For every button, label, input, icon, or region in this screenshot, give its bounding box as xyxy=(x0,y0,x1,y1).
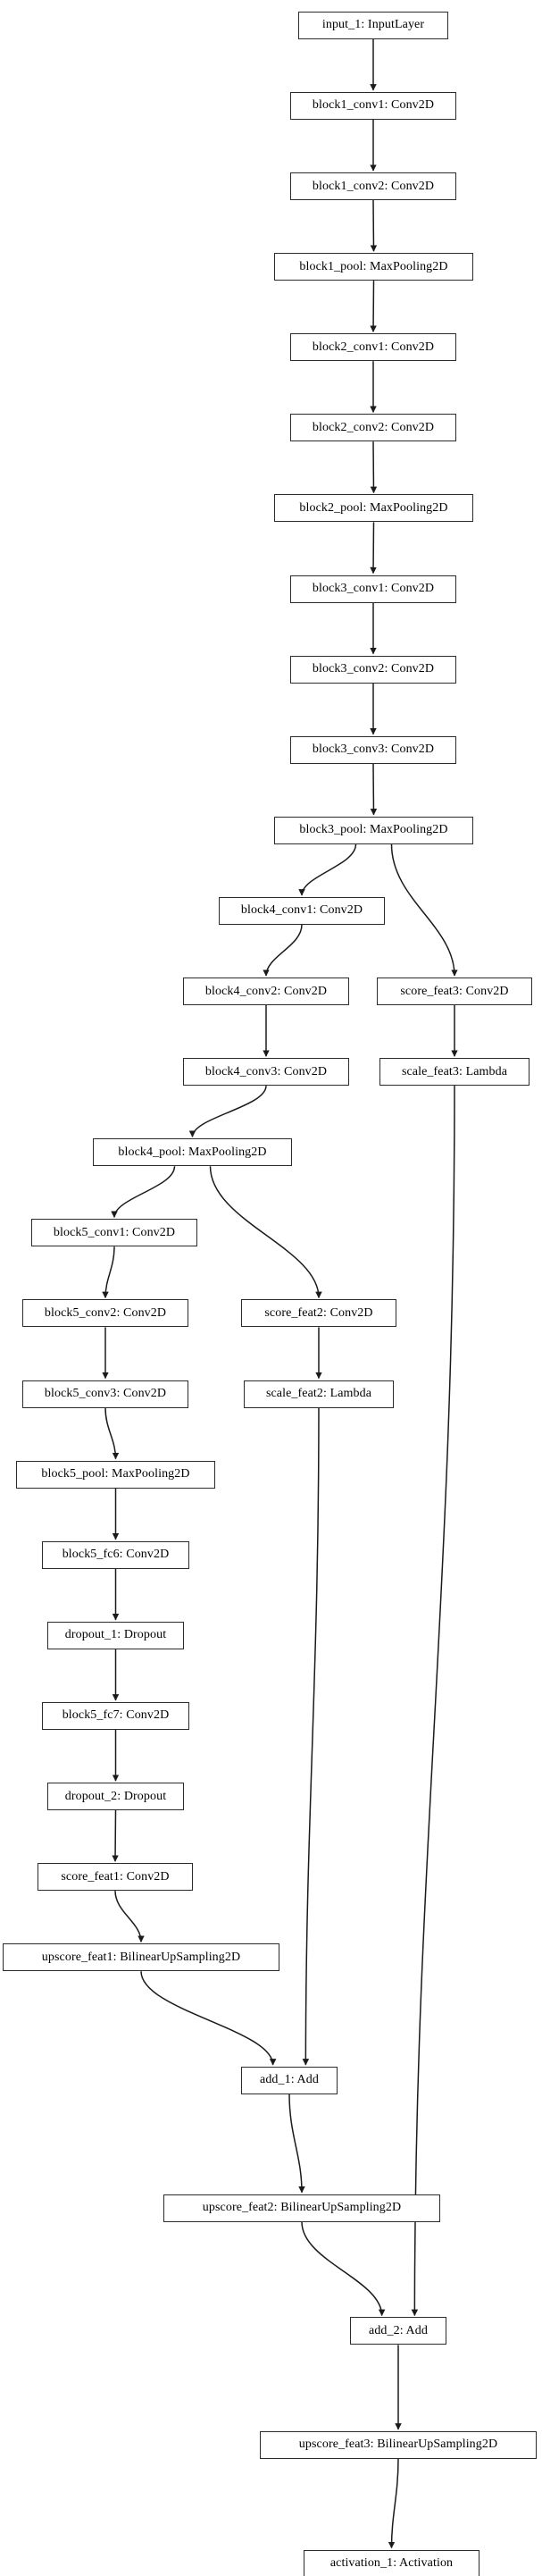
graph-node-label: block4_conv1: Conv2D xyxy=(240,903,363,918)
graph-node-block4_conv1[interactable]: block4_conv1: Conv2D xyxy=(219,896,385,925)
graph-node-block5_conv3[interactable]: block5_conv3: Conv2D xyxy=(22,1380,188,1408)
graph-node-label: scale_feat2: Lambda xyxy=(265,1387,372,1400)
graph-node-label: add_2: Add xyxy=(369,2323,428,2337)
graph-node-label: block5_conv2: Conv2D xyxy=(44,1305,167,1320)
graph-node-block4_conv3[interactable]: block4_conv3: Conv2D xyxy=(183,1058,349,1087)
graph-node-label: block3_conv2: Conv2D xyxy=(312,662,435,676)
graph-node-block3_conv3[interactable]: block3_conv3: Conv2D xyxy=(290,735,456,764)
graph-node-label: add_1: Add xyxy=(260,2073,319,2087)
graph-node-label: block2_conv2: Conv2D xyxy=(312,420,435,434)
graph-node-block2_pool[interactable]: block2_pool: MaxPooling2D xyxy=(274,494,473,523)
graph-edge-block3_conv3-to-block3_pool xyxy=(370,763,378,816)
graph-node-input_1[interactable]: input_1: InputLayer xyxy=(298,11,448,39)
graph-node-upscore_feat2[interactable]: upscore_feat2: BilinearUpSampling2D xyxy=(163,2194,440,2222)
graph-node-block5_conv2[interactable]: block5_conv2: Conv2D xyxy=(22,1299,188,1328)
graph-node-label: dropout_2: Dropout xyxy=(64,1789,167,1803)
graph-node-add_2[interactable]: add_2: Add xyxy=(350,2317,446,2345)
graph-node-score_feat3[interactable]: score_feat3: Conv2D xyxy=(377,978,532,1005)
graph-node-label: score_feat3: Conv2D xyxy=(400,984,509,998)
graph-node-label: block3_conv1: Conv2D xyxy=(312,582,435,595)
graph-node-label: block4_conv3: Conv2D xyxy=(204,1064,328,1078)
graph-node-block1_conv1[interactable]: block1_conv1: Conv2D xyxy=(290,91,456,120)
graph-node-activation_1[interactable]: activation_1: Activation xyxy=(304,2549,479,2576)
graph-edge-upscore_feat2-to-add_2 xyxy=(301,2221,386,2317)
graph-node-label: block5_pool: MaxPooling2D xyxy=(41,1467,190,1481)
graph-node-block3_pool[interactable]: block3_pool: MaxPooling2D xyxy=(274,816,473,844)
graph-node-block3_conv2[interactable]: block3_conv2: Conv2D xyxy=(290,655,456,684)
graph-node-block5_conv1[interactable]: block5_conv1: Conv2D xyxy=(31,1219,197,1247)
graph-node-scale_feat2[interactable]: scale_feat2: Lambda xyxy=(244,1380,394,1408)
graph-node-label: block1_conv2: Conv2D xyxy=(312,179,435,193)
graph-node-score_feat2[interactable]: score_feat2: Conv2D xyxy=(241,1299,396,1328)
graph-node-label: block2_conv1: Conv2D xyxy=(312,340,435,354)
graph-node-dropout_1[interactable]: dropout_1: Dropout xyxy=(47,1621,184,1649)
graph-node-label: upscore_feat1: BilinearUpSampling2D xyxy=(41,1950,241,1964)
graph-node-block4_conv2[interactable]: block4_conv2: Conv2D xyxy=(183,978,349,1005)
graph-node-block4_pool[interactable]: block4_pool: MaxPooling2D xyxy=(93,1138,292,1167)
graph-node-upscore_feat1[interactable]: upscore_feat1: BilinearUpSampling2D xyxy=(3,1943,279,1972)
graph-node-dropout_2[interactable]: dropout_2: Dropout xyxy=(47,1783,184,1810)
graph-edge-block2_pool-to-block3_conv1 xyxy=(370,522,377,575)
graph-edge-scale_feat3-to-add_2 xyxy=(411,1086,455,2317)
graph-edge-block3_pool-to-block4_conv1 xyxy=(298,843,357,896)
graph-node-label: block5_conv3: Conv2D xyxy=(44,1387,167,1400)
graph-edge-add_1-to-upscore_feat2 xyxy=(288,2094,305,2194)
graph-node-block5_fc6[interactable]: block5_fc6: Conv2D xyxy=(42,1540,189,1569)
graph-node-label: input_1: InputLayer xyxy=(321,18,425,32)
graph-node-label: block3_pool: MaxPooling2D xyxy=(299,823,448,837)
graph-edge-block3_pool-to-score_feat3 xyxy=(390,843,458,977)
graph-edge-score_feat1-to-upscore_feat1 xyxy=(114,1891,145,1942)
graph-node-label: score_feat2: Conv2D xyxy=(264,1305,373,1320)
graph-edge-block1_conv2-to-block1_pool xyxy=(370,199,378,252)
graph-node-label: block5_fc6: Conv2D xyxy=(62,1548,170,1562)
graph-node-block5_pool[interactable]: block5_pool: MaxPooling2D xyxy=(16,1460,215,1489)
graph-node-block1_conv2[interactable]: block1_conv2: Conv2D xyxy=(290,172,456,200)
graph-node-upscore_feat3[interactable]: upscore_feat3: BilinearUpSampling2D xyxy=(260,2430,537,2459)
graph-edge-upscore_feat1-to-add_1 xyxy=(140,1971,277,2066)
graph-node-label: block1_pool: MaxPooling2D xyxy=(299,259,448,273)
graph-node-add_1[interactable]: add_1: Add xyxy=(241,2066,338,2094)
graph-edge-block1_pool-to-block2_conv1 xyxy=(370,281,377,332)
graph-edge-dropout_2-to-score_feat1 xyxy=(112,1809,119,1862)
graph-edge-block4_pool-to-block5_conv1 xyxy=(111,1166,176,1219)
graph-node-label: block5_fc7: Conv2D xyxy=(62,1708,170,1723)
graph-node-label: block3_conv3: Conv2D xyxy=(312,743,435,757)
graph-edge-block2_conv2-to-block2_pool xyxy=(370,441,378,494)
graph-node-scale_feat3[interactable]: scale_feat3: Lambda xyxy=(379,1058,529,1087)
graph-node-label: block4_conv2: Conv2D xyxy=(204,984,328,998)
graph-node-label: block5_conv1: Conv2D xyxy=(53,1225,176,1239)
graph-node-score_feat1[interactable]: score_feat1: Conv2D xyxy=(38,1863,193,1892)
graph-edge-block4_conv3-to-block4_pool xyxy=(188,1085,267,1137)
graph-edge-block4_pool-to-score_feat2 xyxy=(209,1166,322,1299)
graph-node-block3_conv1[interactable]: block3_conv1: Conv2D xyxy=(290,575,456,603)
graph-edge-block5_conv1-to-block5_conv2 xyxy=(102,1246,115,1299)
graph-node-label: upscore_feat3: BilinearUpSampling2D xyxy=(298,2438,498,2452)
graph-edge-block5_conv3-to-block5_pool xyxy=(104,1407,120,1460)
graph-node-label: block2_pool: MaxPooling2D xyxy=(299,500,448,515)
graph-node-label: upscore_feat2: BilinearUpSampling2D xyxy=(202,2201,402,2215)
graph-edge-upscore_feat3-to-activation_1 xyxy=(388,2458,399,2549)
graph-node-label: dropout_1: Dropout xyxy=(64,1628,167,1642)
graph-node-label: block4_pool: MaxPooling2D xyxy=(118,1145,267,1159)
graph-node-label: block1_conv1: Conv2D xyxy=(312,98,435,113)
graph-edge-block4_conv1-to-block4_conv2 xyxy=(263,924,303,977)
graph-node-block5_fc7[interactable]: block5_fc7: Conv2D xyxy=(42,1701,189,1730)
graph-node-label: activation_1: Activation xyxy=(329,2556,454,2570)
graph-node-block1_pool[interactable]: block1_pool: MaxPooling2D xyxy=(274,253,473,281)
graph-node-label: scale_feat3: Lambda xyxy=(401,1064,508,1078)
graph-node-label: score_feat1: Conv2D xyxy=(61,1869,170,1884)
graph-node-block2_conv1[interactable]: block2_conv1: Conv2D xyxy=(290,333,456,362)
graph-edge-scale_feat2-to-add_1 xyxy=(302,1407,320,2066)
graph-node-block2_conv2[interactable]: block2_conv2: Conv2D xyxy=(290,414,456,442)
